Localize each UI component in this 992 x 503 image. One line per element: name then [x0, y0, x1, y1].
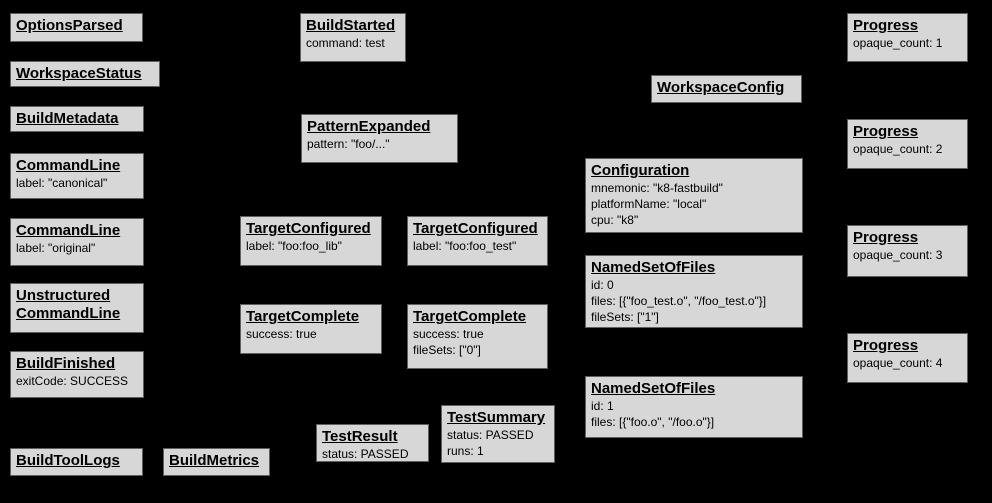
event-node-test-summary: TestSummary status: PASSED runs: 1: [441, 405, 555, 463]
node-title: TestResult: [322, 428, 398, 445]
event-node-named-set-of-files-1: NamedSetOfFiles id: 1 files: [{"foo.o", …: [585, 376, 803, 438]
event-node-build-metadata: BuildMetadata: [10, 106, 144, 132]
event-node-command-line-canonical: CommandLine label: "canonical": [10, 153, 144, 199]
node-title: BuildToolLogs: [16, 452, 120, 469]
node-title: OptionsParsed: [16, 17, 123, 34]
node-detail: label: "canonical": [16, 176, 108, 190]
node-title: WorkspaceStatus: [16, 65, 142, 82]
event-node-progress-4: Progress opaque_count: 4: [847, 333, 968, 383]
node-title: BuildStarted: [306, 17, 396, 34]
node-detail: id: 0: [591, 278, 614, 292]
node-title: CommandLine: [16, 157, 121, 174]
node-title: BuildMetrics: [169, 452, 260, 469]
node-detail: exitCode: SUCCESS: [16, 374, 129, 388]
event-node-target-complete-foo-test: TargetComplete success: true fileSets: […: [407, 304, 548, 369]
node-title: Unstructured CommandLine: [16, 287, 121, 322]
node-detail: label: "foo:foo_test": [413, 239, 517, 253]
node-title: PatternExpanded: [307, 118, 431, 135]
event-node-workspace-config: WorkspaceConfig: [651, 75, 802, 103]
node-detail: label: "original": [16, 241, 96, 255]
node-title: CommandLine: [16, 222, 121, 239]
node-detail: success: true: [246, 327, 317, 341]
event-node-named-set-of-files-0: NamedSetOfFiles id: 0 files: [{"foo_test…: [585, 255, 803, 328]
node-detail: command: test: [306, 36, 385, 50]
node-title: TargetConfigured: [413, 220, 538, 237]
node-detail: fileSets: ["0"]: [413, 343, 481, 357]
node-detail: opaque_count: 1: [853, 36, 943, 50]
event-node-progress-2: Progress opaque_count: 2: [847, 119, 968, 169]
node-detail: files: [{"foo_test.o", "/foo_test.o"}]: [591, 294, 767, 308]
node-detail: cpu: "k8": [591, 213, 639, 227]
event-node-build-metrics: BuildMetrics: [163, 448, 270, 476]
node-title: Progress: [853, 123, 919, 140]
node-title: WorkspaceConfig: [657, 79, 785, 96]
node-detail: opaque_count: 4: [853, 356, 943, 370]
node-detail: label: "foo:foo_lib": [246, 239, 342, 253]
event-node-options-parsed: OptionsParsed: [10, 13, 143, 42]
node-title: NamedSetOfFiles: [591, 380, 716, 397]
event-node-target-configured-foo-test: TargetConfigured label: "foo:foo_test": [407, 216, 548, 266]
event-node-configuration: Configuration mnemonic: "k8-fastbuild" p…: [585, 158, 803, 233]
node-detail: runs: 1: [447, 444, 484, 458]
event-node-progress-3: Progress opaque_count: 3: [847, 225, 968, 277]
node-detail: status: PASSED: [322, 447, 409, 461]
node-title: Progress: [853, 17, 919, 34]
node-title: TargetConfigured: [246, 220, 371, 237]
node-title: TargetComplete: [246, 308, 360, 325]
node-title: BuildFinished: [16, 355, 116, 372]
node-detail: opaque_count: 3: [853, 248, 943, 262]
node-detail: opaque_count: 2: [853, 142, 943, 156]
event-node-command-line-original: CommandLine label: "original": [10, 218, 144, 266]
node-title: Progress: [853, 337, 919, 354]
node-detail: status: PASSED: [447, 428, 534, 442]
node-detail: pattern: "foo/...": [307, 137, 390, 151]
node-title: BuildMetadata: [16, 110, 119, 127]
node-title: TestSummary: [447, 409, 546, 426]
node-detail: id: 1: [591, 399, 614, 413]
event-node-build-finished: BuildFinished exitCode: SUCCESS: [10, 351, 144, 398]
event-node-build-tool-logs: BuildToolLogs: [10, 448, 143, 476]
event-node-target-configured-foo-lib: TargetConfigured label: "foo:foo_lib": [240, 216, 382, 266]
event-node-target-complete-foo-lib: TargetComplete success: true: [240, 304, 382, 354]
event-node-progress-1: Progress opaque_count: 1: [847, 13, 968, 62]
node-detail: fileSets: ["1"]: [591, 310, 659, 324]
node-detail: mnemonic: "k8-fastbuild": [591, 181, 723, 195]
event-node-build-started: BuildStarted command: test: [300, 13, 406, 62]
node-detail: success: true: [413, 327, 484, 341]
event-node-unstructured-command-line: Unstructured CommandLine: [10, 283, 144, 333]
node-detail: files: [{"foo.o", "/foo.o"}]: [591, 415, 715, 429]
node-title: NamedSetOfFiles: [591, 259, 716, 276]
node-title: TargetComplete: [413, 308, 527, 325]
node-title: Progress: [853, 229, 919, 246]
node-detail: platformName: "local": [591, 197, 707, 211]
event-node-test-result: TestResult status: PASSED: [316, 424, 429, 462]
event-node-pattern-expanded: PatternExpanded pattern: "foo/...": [301, 114, 458, 163]
event-node-workspace-status: WorkspaceStatus: [10, 61, 160, 87]
node-title: Configuration: [591, 162, 690, 179]
